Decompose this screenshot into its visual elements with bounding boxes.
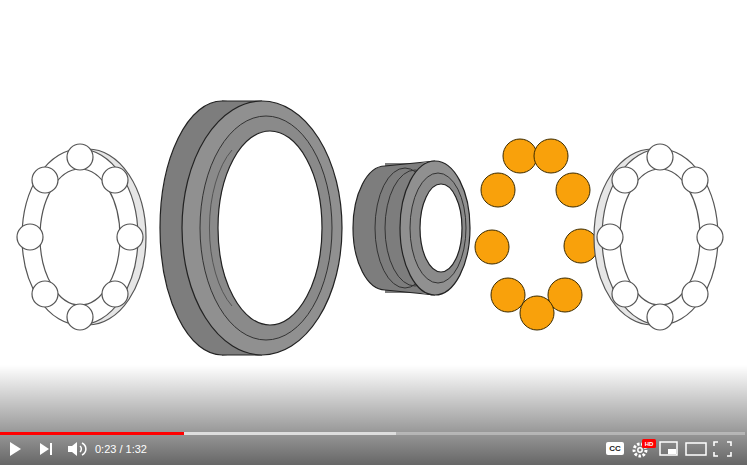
balls [475,139,598,330]
cage-left [17,144,146,330]
captions-button: CC [609,445,621,453]
time-display: 0:23 / 1:32 [95,444,147,455]
player-controls [0,365,747,465]
outer-ring [160,101,342,355]
cage-right [594,144,723,330]
inner-ring [353,161,470,295]
hd-badge: HD [645,441,654,447]
